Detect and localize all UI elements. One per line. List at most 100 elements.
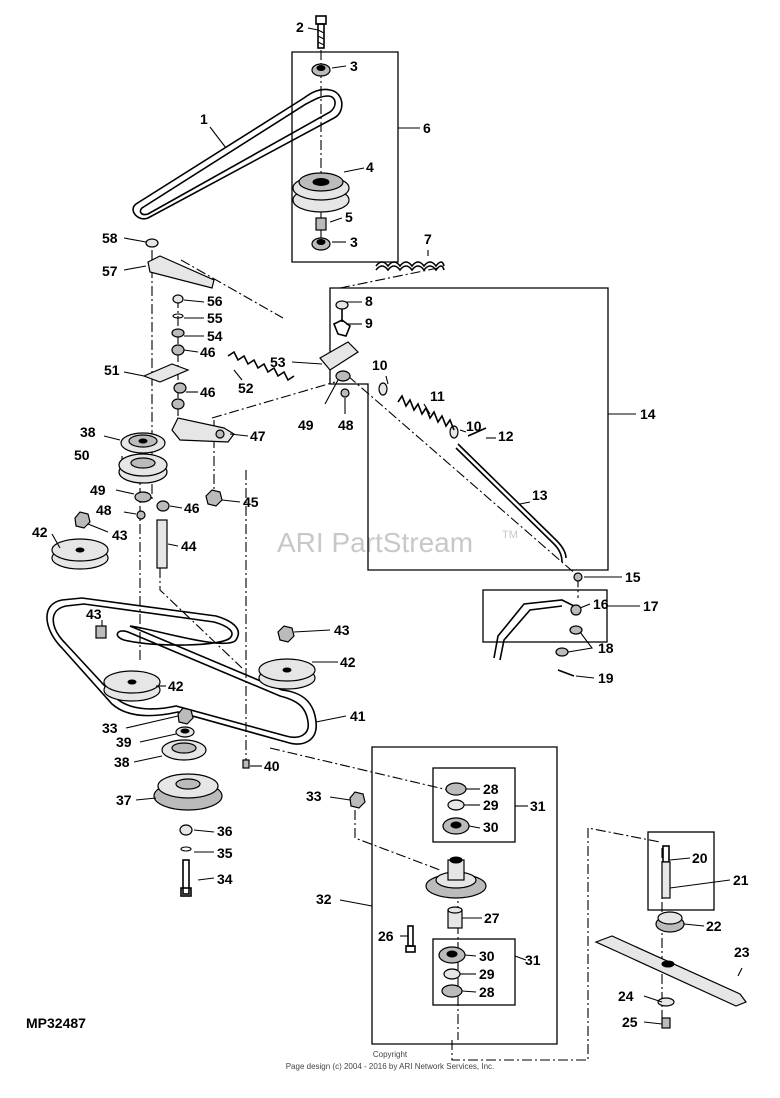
part-9-clip xyxy=(332,319,351,337)
part-24-washer xyxy=(657,997,675,1007)
callout-18: 18 xyxy=(598,640,614,656)
callout-26: 26 xyxy=(378,928,394,944)
part-15-nut xyxy=(573,572,583,582)
callout-43-mid-left: 43 xyxy=(86,606,102,622)
part-20-shaft-top xyxy=(662,845,670,863)
callout-33-spindle: 33 xyxy=(306,788,322,804)
part-11-spring xyxy=(397,394,455,431)
part-38-pulley-upper xyxy=(120,432,166,454)
callout-32: 32 xyxy=(316,891,332,907)
part-56-bolt xyxy=(172,294,184,304)
callout-30-lower: 30 xyxy=(479,948,495,964)
callout-55: 55 xyxy=(207,310,223,326)
part-34-bolt xyxy=(180,859,192,897)
box-assembly-17 xyxy=(482,589,608,643)
part-12-pin xyxy=(467,427,487,437)
callout-46-a: 46 xyxy=(200,344,216,360)
callout-52: 52 xyxy=(238,380,254,396)
callout-20: 20 xyxy=(692,850,708,866)
part-8-pin xyxy=(335,300,349,322)
callout-1: 1 xyxy=(200,111,208,127)
part-51-bracket xyxy=(142,363,190,383)
callout-48-right: 48 xyxy=(338,417,354,433)
callout-34: 34 xyxy=(217,871,233,887)
part-10-washer-a xyxy=(378,382,388,396)
callout-48-left: 48 xyxy=(96,502,112,518)
callout-45: 45 xyxy=(243,494,259,510)
callout-46-b: 46 xyxy=(200,384,216,400)
callout-31-upper: 31 xyxy=(530,798,546,814)
part-43-nut-mid-left xyxy=(95,625,107,639)
callout-54: 54 xyxy=(207,328,223,344)
part-47-idler-arm xyxy=(171,417,235,443)
part-1-belt xyxy=(132,88,343,220)
part-53-bracket xyxy=(319,341,359,371)
part-49-washer-left xyxy=(134,491,152,503)
part-42-pulley-mid xyxy=(103,670,161,702)
callout-44: 44 xyxy=(181,538,197,554)
callout-57: 57 xyxy=(102,263,118,279)
part-5-spacer xyxy=(315,217,327,231)
callout-23: 23 xyxy=(734,944,750,960)
callout-28-upper: 28 xyxy=(483,781,499,797)
callout-30-upper: 30 xyxy=(483,819,499,835)
callout-12: 12 xyxy=(498,428,514,444)
part-36-spacer xyxy=(179,824,193,836)
part-21-spindle-shaft xyxy=(661,861,671,899)
callout-17: 17 xyxy=(643,598,659,614)
callout-29-lower: 29 xyxy=(479,966,495,982)
part-46-spacer-a xyxy=(171,344,185,356)
part-55-clip xyxy=(172,313,184,319)
part-42-pulley-right xyxy=(258,658,316,690)
callout-46-c: 46 xyxy=(184,500,200,516)
callout-21: 21 xyxy=(733,872,749,888)
callout-3-bottom: 3 xyxy=(350,234,358,250)
part-43-nut-top-left xyxy=(74,511,91,529)
diagram-id: MP32487 xyxy=(26,1015,86,1031)
callout-3-top: 3 xyxy=(350,58,358,74)
callout-56: 56 xyxy=(207,293,223,309)
part-30-bearing-lower xyxy=(438,946,466,964)
callout-28-lower: 28 xyxy=(479,984,495,1000)
callout-7: 7 xyxy=(424,231,432,247)
callout-49-left: 49 xyxy=(90,482,106,498)
part-18-washers xyxy=(555,625,583,657)
part-46-spacer-c xyxy=(156,500,170,512)
part-7-spring xyxy=(375,261,445,272)
callout-42-right: 42 xyxy=(340,654,356,670)
callout-8: 8 xyxy=(365,293,373,309)
part-37-pulley xyxy=(153,773,223,811)
box-assembly-32 xyxy=(371,746,558,1045)
callout-43-top-left: 43 xyxy=(112,527,128,543)
callout-10-a: 10 xyxy=(372,357,388,373)
part-29-spacer-lower xyxy=(443,968,461,980)
callout-6: 6 xyxy=(423,120,431,136)
callout-29-upper: 29 xyxy=(483,797,499,813)
callout-47: 47 xyxy=(250,428,266,444)
callout-15: 15 xyxy=(625,569,641,585)
part-22-hub xyxy=(655,911,685,933)
callout-14: 14 xyxy=(640,406,656,422)
leader-lines xyxy=(51,27,743,1025)
callout-49-right: 49 xyxy=(298,417,314,433)
callout-42-left: 42 xyxy=(32,524,48,540)
callout-2: 2 xyxy=(296,19,304,35)
callout-40: 40 xyxy=(264,758,280,774)
callout-13: 13 xyxy=(532,487,548,503)
callout-4: 4 xyxy=(366,159,374,175)
callout-25: 25 xyxy=(622,1014,638,1030)
box-assembly-21 xyxy=(647,831,715,911)
part-33-nut-spindle xyxy=(349,791,366,809)
callout-58: 58 xyxy=(102,230,118,246)
part-42-pulley-left xyxy=(51,538,109,570)
part-25-bolt xyxy=(661,1017,671,1029)
callout-37: 37 xyxy=(116,792,132,808)
callout-27: 27 xyxy=(484,910,500,926)
callout-41: 41 xyxy=(350,708,366,724)
part-58-cap xyxy=(145,238,159,248)
part-26-bolt xyxy=(405,925,416,953)
part-30-bearing-upper xyxy=(442,817,470,835)
watermark: ARI PartStream xyxy=(277,527,473,558)
part-27-spacer xyxy=(447,906,463,929)
